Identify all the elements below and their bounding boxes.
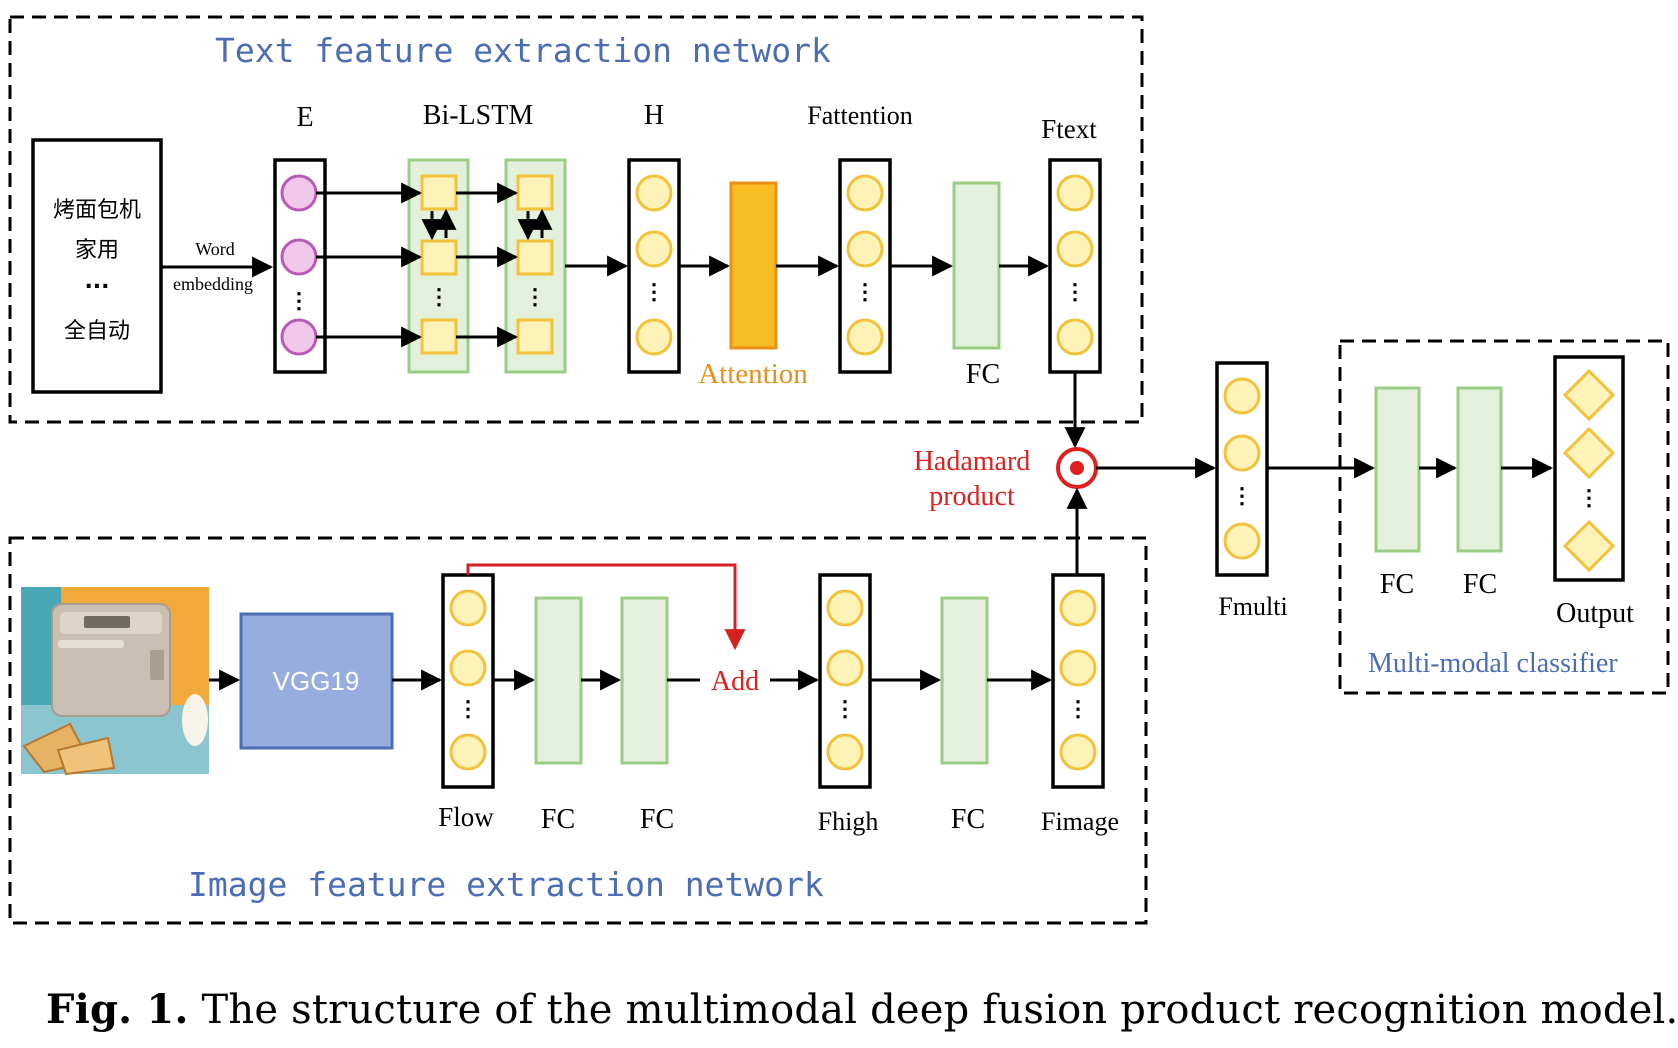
input-text-line: ... bbox=[84, 269, 109, 294]
embedding-node bbox=[280, 174, 318, 212]
ellipsis: ⋮ bbox=[854, 279, 876, 305]
embedding-node bbox=[280, 318, 318, 356]
output-label: Output bbox=[1556, 598, 1634, 629]
ellipsis: ⋮ bbox=[457, 696, 479, 722]
vector-node bbox=[1223, 434, 1261, 472]
fc-label: FC bbox=[1463, 569, 1497, 600]
label-flow: Flow bbox=[438, 802, 494, 832]
classifier-frame bbox=[1338, 339, 1670, 695]
vector-node bbox=[826, 589, 864, 627]
skip-connection bbox=[466, 563, 746, 651]
ellipsis: ⋮ bbox=[524, 284, 546, 310]
fc-label: FC bbox=[1380, 569, 1414, 600]
ellipsis: ⋮ bbox=[1231, 483, 1253, 509]
ellipsis: ⋮ bbox=[288, 288, 310, 314]
lstm-cell bbox=[420, 318, 458, 355]
vector-node bbox=[449, 589, 487, 627]
ellipsis: ⋮ bbox=[1578, 485, 1600, 511]
attention-label: Attention bbox=[698, 358, 808, 390]
embedding-node bbox=[280, 238, 318, 276]
vector-node bbox=[1056, 318, 1094, 356]
input-text-line: 家用 bbox=[75, 238, 119, 263]
vector-node bbox=[449, 733, 487, 771]
vector-node bbox=[449, 649, 487, 687]
vector-node bbox=[1223, 377, 1261, 415]
classifier-title: Multi-modal classifier bbox=[1368, 648, 1618, 679]
label-E: E bbox=[296, 102, 313, 133]
input-text-line: 全自动 bbox=[64, 319, 130, 344]
vector-node bbox=[1059, 589, 1097, 627]
vector-node bbox=[1223, 522, 1261, 560]
ellipsis: ⋮ bbox=[1067, 696, 1089, 722]
fc-label: FC bbox=[541, 804, 575, 835]
vector-node bbox=[826, 733, 864, 771]
vgg19-block bbox=[239, 612, 394, 750]
caption-text: The structure of the multimodal deep fus… bbox=[201, 987, 1678, 1033]
fc-layer bbox=[620, 596, 669, 765]
lstm-cell bbox=[420, 239, 458, 276]
vector-node bbox=[635, 174, 673, 212]
input-text-line: 烤面包机 bbox=[53, 198, 141, 223]
text-network-frame bbox=[8, 15, 1144, 424]
fc-layer bbox=[1374, 386, 1421, 553]
hadamard-label: product bbox=[929, 481, 1015, 512]
label-fattention: Fattention bbox=[807, 101, 912, 130]
bread-machine-photo bbox=[21, 587, 209, 776]
vector-node bbox=[1056, 174, 1094, 212]
vgg19-label: VGG19 bbox=[273, 666, 360, 696]
fc-label: FC bbox=[640, 804, 674, 835]
ellipsis: ⋮ bbox=[643, 279, 665, 305]
add-label: Add bbox=[711, 666, 759, 697]
lstm-cell bbox=[420, 174, 458, 211]
label-fmulti: Fmulti bbox=[1218, 592, 1287, 621]
ellipsis: ⋮ bbox=[1064, 279, 1086, 305]
lstm-cell bbox=[516, 239, 554, 276]
input-text-box bbox=[31, 138, 163, 394]
label-H: H bbox=[644, 100, 664, 131]
image-network-title: Image feature extraction network bbox=[188, 865, 824, 904]
vector-node bbox=[846, 174, 884, 212]
fc-layer bbox=[1456, 386, 1503, 553]
hadamard-label: Hadamard bbox=[914, 446, 1031, 477]
label-fhigh: Fhigh bbox=[818, 807, 879, 836]
vector-node bbox=[1059, 733, 1097, 771]
fc-layer bbox=[940, 596, 989, 765]
fc-layer bbox=[534, 596, 583, 765]
ellipsis: ⋮ bbox=[834, 696, 856, 722]
image-network-frame bbox=[8, 536, 1148, 925]
label-bilstm: Bi-LSTM bbox=[423, 100, 534, 131]
output-node bbox=[1562, 368, 1616, 422]
label-fimage: Fimage bbox=[1041, 807, 1119, 836]
vector-node bbox=[635, 230, 673, 268]
attention-layer bbox=[729, 181, 778, 350]
output-node bbox=[1562, 519, 1616, 573]
hadamard-product-dot bbox=[1070, 461, 1084, 475]
vector-node bbox=[846, 318, 884, 356]
fc-layer bbox=[952, 181, 1001, 350]
fc-label: FC bbox=[951, 804, 985, 835]
output-node bbox=[1562, 426, 1616, 480]
lstm-cell bbox=[516, 318, 554, 355]
word-embedding-label: Word bbox=[195, 239, 235, 259]
vector-node bbox=[826, 649, 864, 687]
vector-node bbox=[1059, 649, 1097, 687]
ellipsis: ⋮ bbox=[428, 284, 450, 310]
lstm-cell bbox=[516, 174, 554, 211]
text-network-title: Text feature extraction network bbox=[215, 31, 831, 70]
fc-label: FC bbox=[966, 359, 1000, 390]
word-embedding-label: embedding bbox=[173, 274, 253, 294]
vector-node bbox=[1056, 230, 1094, 268]
label-ftext: Ftext bbox=[1041, 114, 1097, 144]
vector-node bbox=[635, 318, 673, 356]
figure-caption: Fig. 1. The structure of the multimodal … bbox=[46, 986, 1678, 1033]
vector-node bbox=[846, 230, 884, 268]
caption-prefix: Fig. 1. bbox=[46, 986, 189, 1033]
